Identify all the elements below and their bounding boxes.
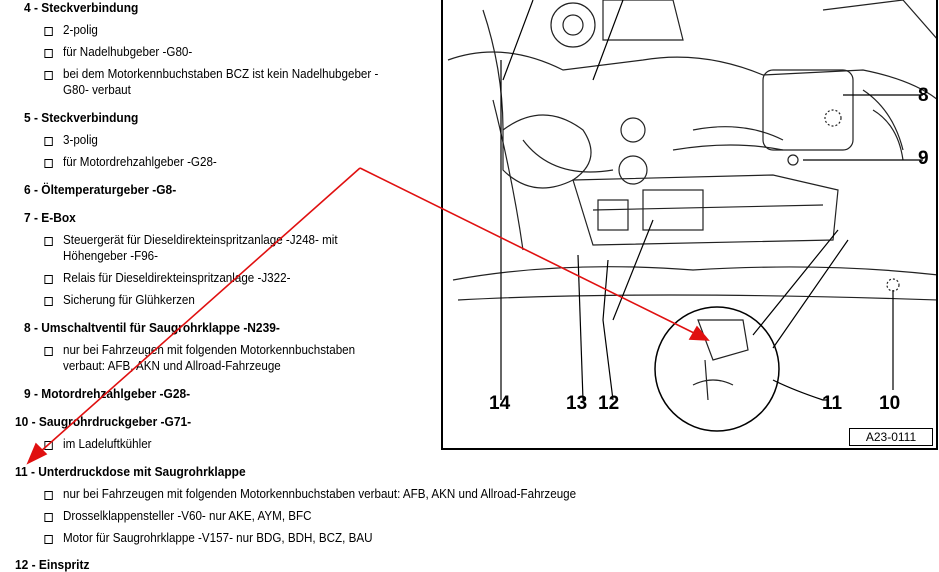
bullet: für Motordrehzahlgeber -G28-: [44, 155, 217, 169]
callout-9: 9: [918, 148, 929, 169]
bullet: Drosselklappensteller -V60- nur AKE, AYM…: [44, 509, 312, 523]
callout-11: 11: [822, 393, 843, 414]
callout-8: 8: [918, 85, 929, 106]
item-6-title: 6 - Öltemperaturgeber -G8-: [24, 182, 177, 197]
bullet: nur bei Fahrzeugen mit folgenden Motorke…: [44, 487, 577, 501]
item-5-title: 5 - Steckverbindung: [24, 110, 139, 125]
arrowhead-part-11: [688, 325, 710, 341]
callout-10: 10: [879, 393, 901, 414]
item-4-title: 4 - Steckverbindung: [24, 0, 139, 15]
item-10-title: 10 - Saugrohrdruckgeber -G71-: [15, 414, 192, 429]
figure-reference: A23-0111: [849, 428, 933, 446]
arrow-line-to-item-11: [39, 167, 361, 453]
bullet-continuation: Höhengeber -F96-: [63, 249, 159, 263]
engine-diagram: [441, 0, 938, 450]
bullet: Sicherung für Glühkerzen: [44, 293, 195, 307]
bullet: Relais für Dieseldirekteinspritzanlage -…: [44, 271, 291, 285]
bullet: bei dem Motorkennbuchstaben BCZ ist kein…: [44, 67, 379, 81]
callout-14: 14: [489, 393, 511, 414]
engine-illustration: [447, 0, 936, 432]
bullet: im Ladeluftkühler: [44, 437, 152, 451]
bullet: nur bei Fahrzeugen mit folgenden Motorke…: [44, 343, 356, 357]
bullet: 2-polig: [44, 23, 98, 37]
bullet-continuation: G80- verbaut: [63, 83, 131, 97]
item-11-title: 11 - Unterdruckdose mit Saugrohrklappe: [15, 464, 246, 479]
arrow-line-to-part-11: [359, 167, 697, 335]
callout-12: 12: [598, 393, 620, 414]
bullet: Motor für Saugrohrklappe -V157- nur BDG,…: [44, 531, 373, 545]
bullet: für Nadelhubgeber -G80-: [44, 45, 193, 59]
bullet: 3-polig: [44, 133, 98, 147]
arrowhead-item-11: [26, 442, 48, 465]
bullet-continuation: verbaut: AFB, AKN und Allroad-Fahrzeuge: [63, 359, 281, 373]
bullet: Steuergerät für Dieseldirekteinspritzanl…: [44, 233, 338, 247]
item-8-title: 8 - Umschaltventil für Saugrohrklappe -N…: [24, 320, 280, 335]
item-7-title: 7 - E-Box: [24, 210, 76, 225]
callout-13: 13: [566, 393, 588, 414]
